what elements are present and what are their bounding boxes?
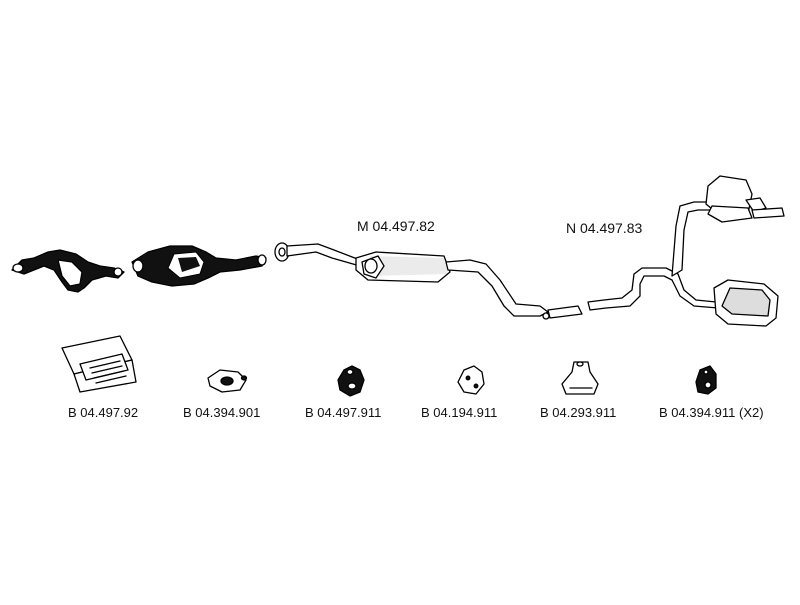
- catalytic-converter-icon: [131, 245, 267, 287]
- part-label: B 04.497.911: [305, 405, 382, 420]
- rubber-hanger-icon: [337, 365, 365, 397]
- part-label: B 04.394.901: [183, 405, 261, 420]
- part-label: B 04.194.911: [421, 405, 498, 420]
- assembly-label-n: N 04.497.83: [566, 220, 643, 236]
- rubber-mount-icon: [457, 365, 485, 395]
- rubber-hanger-icon: [561, 361, 599, 395]
- part-label: B 04.394.911 (X2): [659, 405, 764, 420]
- exhaust-manifold-icon: [11, 249, 125, 293]
- middle-silencer-icon: [274, 242, 583, 320]
- rear-silencer-icon: [587, 175, 785, 327]
- assembly-label-m: M 04.497.82: [357, 218, 435, 234]
- part-label: B 04.497.92: [68, 405, 139, 420]
- rubber-hanger-icon: [695, 365, 717, 395]
- part-label: B 04.293.911: [540, 405, 617, 420]
- fitting-kit-icon: [61, 335, 137, 393]
- rubber-mount-icon: [207, 369, 248, 393]
